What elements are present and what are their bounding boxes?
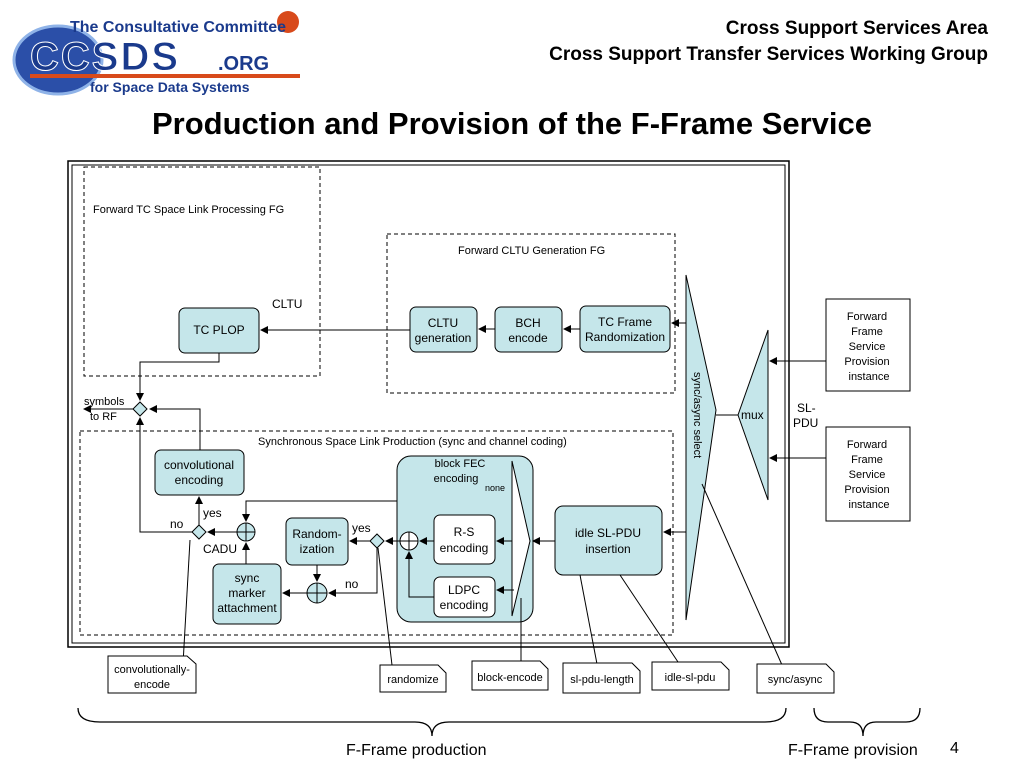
rs-encoding-line1: R-S	[454, 525, 475, 539]
logo-planet-icon	[277, 11, 299, 33]
conv-encoding-line2: encoding	[175, 473, 224, 487]
logo-line1: The Consultative Committee	[70, 19, 286, 36]
cadu-decision-diamond	[191, 524, 207, 540]
randomization-line1: Random-	[292, 527, 341, 541]
sync-async-select-shape	[685, 274, 717, 621]
provision-label: F-Frame provision	[788, 742, 918, 759]
randomization-line2: ization	[300, 542, 335, 556]
bch-encode-line1: BCH	[515, 316, 540, 330]
sync-async-select-label: sync/async select	[691, 372, 703, 458]
sl-pdu-line1: SL-	[797, 401, 816, 415]
provision-2-line5: instance	[849, 499, 890, 511]
note-randomize-label: randomize	[387, 674, 438, 686]
provision-2-line1: Forward	[847, 439, 887, 451]
page-title: Production and Provision of the F-Frame …	[151, 106, 873, 141]
fg-tc-processing-box	[83, 166, 321, 377]
fec-selector-shape	[511, 460, 531, 617]
note-conv-line2: encode	[134, 679, 170, 691]
idle-insertion-box	[554, 505, 663, 576]
rs-encoding-box	[433, 514, 496, 565]
production-brace	[77, 707, 787, 737]
note-sl-pdu-length-label: sl-pdu-length	[570, 674, 634, 686]
sync-marker-line3: attachment	[217, 601, 277, 615]
provision-1-line5: instance	[849, 371, 890, 383]
note-block-encode	[471, 660, 549, 691]
note-conv-line1: convolutionally-	[114, 664, 190, 676]
production-label: F-Frame production	[346, 742, 487, 759]
convolutional-encoding-box	[154, 449, 245, 496]
none-label: none	[485, 483, 505, 493]
bch-encode-line2: encode	[508, 331, 548, 345]
logo-wordmark: CCSDS	[30, 35, 180, 79]
tc-frame-randomization-box	[579, 305, 671, 353]
cltu-label: CLTU	[272, 297, 302, 311]
note-randomize	[379, 664, 447, 693]
fg-cltu-generation-box	[386, 233, 676, 394]
page-number: 4	[950, 740, 959, 757]
provision-1-line2: Frame	[851, 326, 883, 338]
tc-frame-rand-line1: TC Frame	[598, 315, 652, 329]
provision-2-line4: Provision	[844, 484, 889, 496]
provision-2-line2: Frame	[851, 454, 883, 466]
ldpc-encoding-line2: encoding	[440, 598, 489, 612]
provision-brace	[813, 707, 921, 737]
header-area-title: Cross Support Services Area	[725, 18, 988, 39]
cltu-generation-line1: CLTU	[428, 316, 458, 330]
note-convolutionally-encode	[107, 655, 197, 694]
tc-plop-label: TC PLOP	[193, 323, 244, 337]
note-sync-async	[756, 663, 835, 694]
fg-tc-processing-label: Forward TC Space Link Processing FG	[93, 204, 284, 216]
note-sync-async-label: sync/async	[768, 674, 823, 686]
fg-cltu-generation-label: Forward CLTU Generation FG	[458, 245, 605, 257]
idle-insertion-line2: insertion	[585, 542, 630, 556]
note-idle-sl-pdu	[651, 661, 730, 691]
sync-marker-attachment-box	[212, 563, 282, 625]
provision-1-line3: Service	[849, 341, 886, 353]
header-group-title: Cross Support Transfer Services Working …	[549, 44, 988, 65]
yes-label-1: yes	[203, 506, 222, 520]
sl-pdu-line2: PDU	[793, 416, 818, 430]
fg-sync-label: Synchronous Space Link Production (sync …	[258, 436, 567, 448]
note-sl-pdu-length	[562, 662, 641, 694]
note-idle-sl-pdu-label: idle-sl-pdu	[665, 672, 716, 684]
logo-line3: for Space Data Systems	[90, 79, 250, 95]
provision-instance-1-box	[825, 298, 911, 392]
provision-2-line3: Service	[849, 469, 886, 481]
conv-encoding-line1: convolutional	[164, 458, 234, 472]
cltu-generation-line2: generation	[415, 331, 472, 345]
block-fec-line1: block FEC	[435, 458, 486, 470]
idle-insertion-line1: idle SL-PDU	[575, 526, 641, 540]
fg-sync-box	[79, 430, 674, 636]
symbols-line1: symbols	[84, 396, 125, 408]
no-label-1: no	[170, 517, 184, 531]
ccsds-logo: The Consultative Committee CCSDS .ORG fo…	[12, 11, 300, 96]
mux-shape	[737, 329, 769, 501]
header: Cross Support Services Area Cross Suppor…	[388, 16, 988, 68]
note-block-encode-label: block-encode	[477, 672, 542, 684]
yes-label-2: yes	[352, 521, 371, 535]
provision-1-line1: Forward	[847, 311, 887, 323]
logo-suffix: .ORG	[218, 53, 269, 75]
sync-marker-line2: marker	[228, 586, 265, 600]
provision-instance-2-box	[825, 426, 911, 522]
cadu-label: CADU	[203, 542, 237, 556]
block-fec-line2: encoding	[434, 473, 479, 485]
rs-encoding-line2: encoding	[440, 541, 489, 555]
rf-combiner-diamond	[132, 401, 148, 417]
mux-label: mux	[741, 408, 764, 422]
tc-frame-rand-line2: Randomization	[585, 330, 665, 344]
outer-frame	[67, 160, 790, 648]
randomize-decision-diamond	[369, 533, 385, 549]
provision-1-line4: Provision	[844, 356, 889, 368]
no-label-2: no	[345, 577, 359, 591]
symbols-line2: to RF	[90, 411, 117, 423]
sync-marker-line1: sync	[235, 571, 260, 585]
ldpc-encoding-line1: LDPC	[448, 583, 480, 597]
